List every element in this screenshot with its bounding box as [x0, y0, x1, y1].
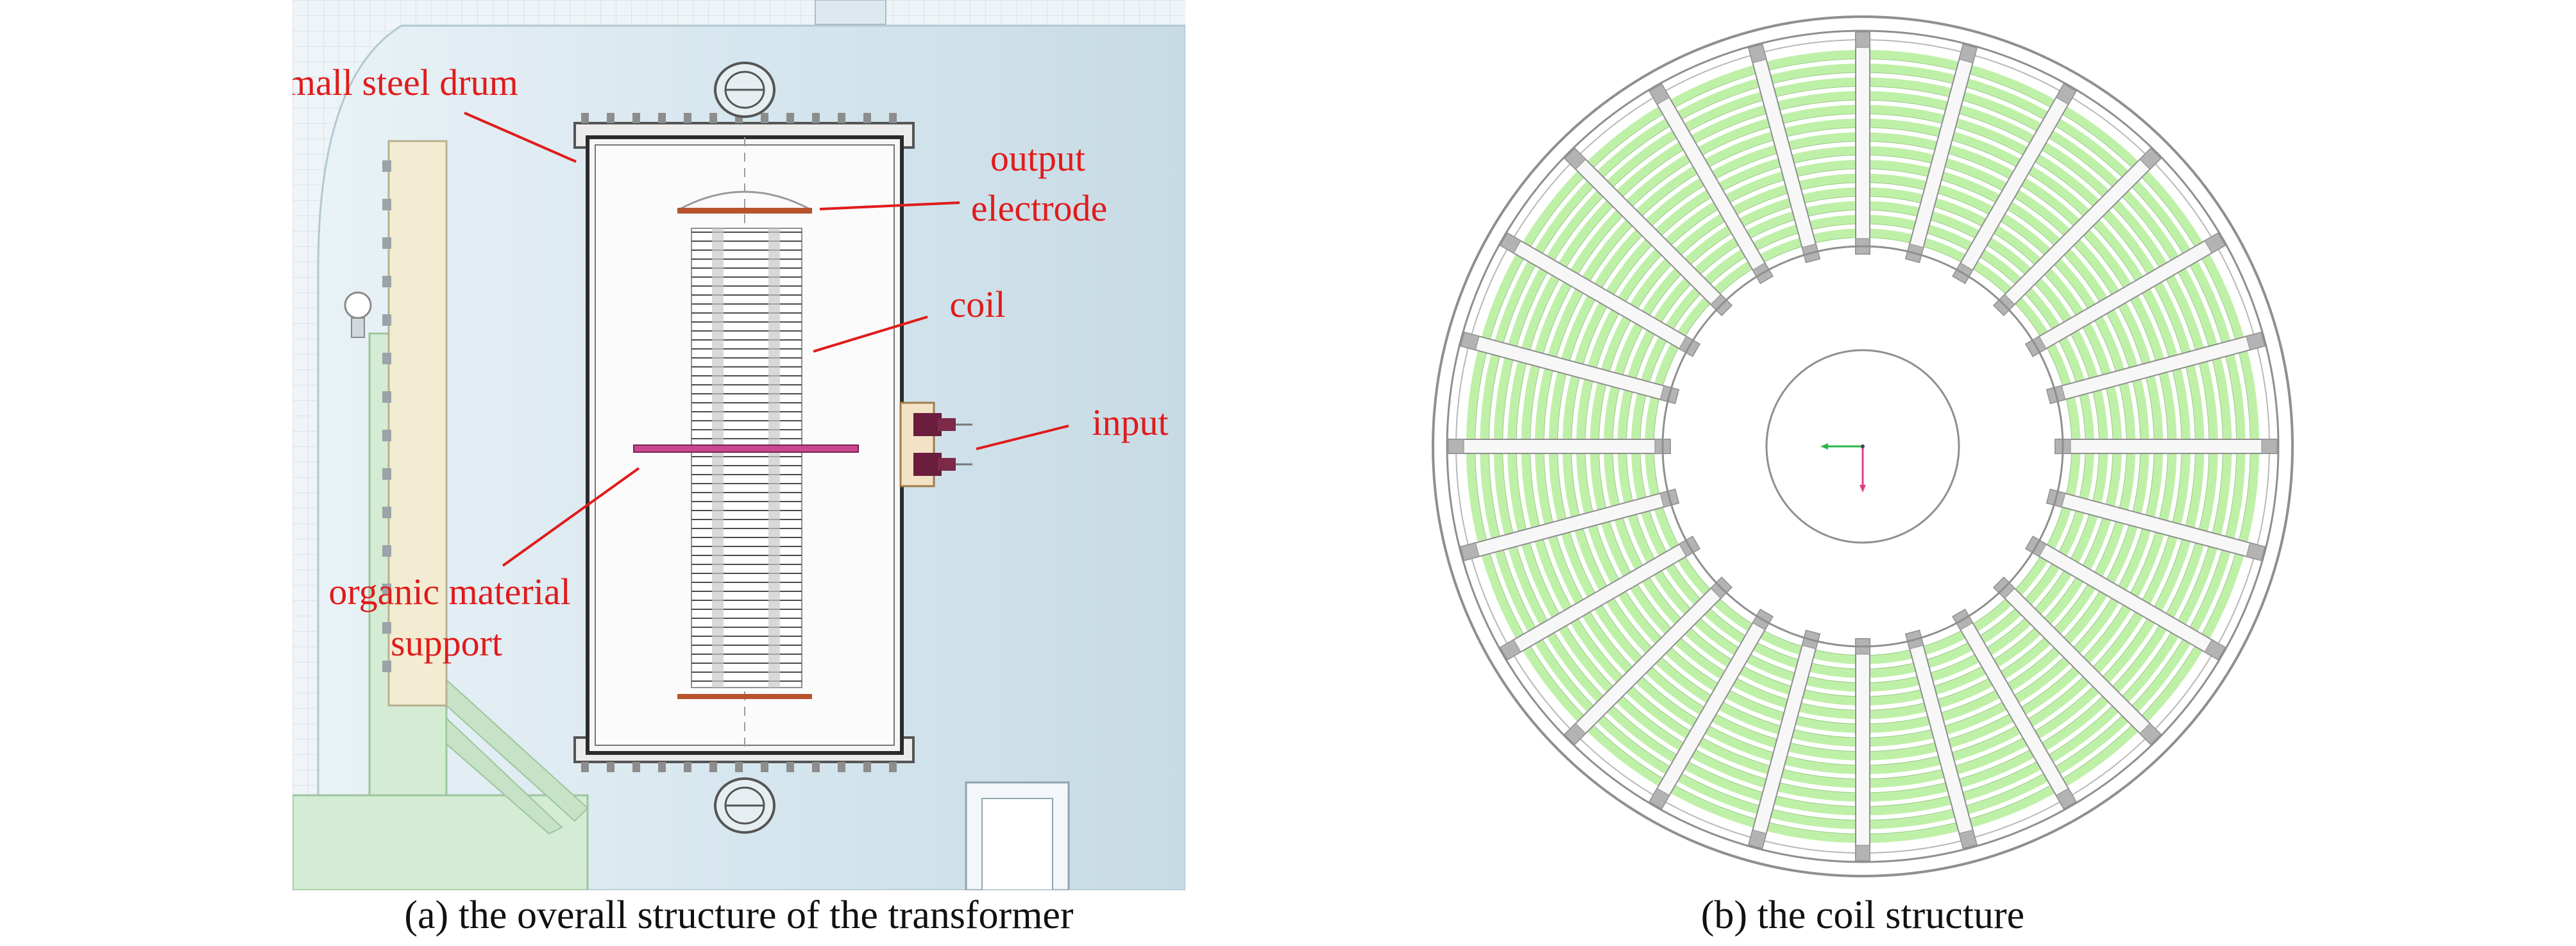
column-bolt — [382, 160, 391, 172]
radial-spacers — [1448, 31, 2278, 861]
label-input: input — [1092, 401, 1168, 443]
flange-bolt — [581, 113, 589, 123]
transformer-overall-figure: small steel drum output electrode coil i… — [292, 0, 1185, 890]
radial-spacer — [1904, 629, 1978, 850]
bushing-column — [382, 140, 448, 707]
radial-spacer — [1747, 43, 1821, 264]
label-output-line2: electrode — [971, 187, 1108, 229]
bottom-right-box — [965, 781, 1070, 890]
caption-a: (a) the overall structure of the transfo… — [404, 893, 1074, 937]
leader-input — [976, 425, 1069, 450]
flange-bolt — [889, 762, 897, 772]
column-bolt — [382, 391, 391, 403]
bottom-electrode — [677, 694, 812, 699]
bottom-manhole — [714, 777, 775, 834]
flange-bolt — [889, 113, 897, 123]
tank-top-nozzle — [815, 0, 886, 25]
radial-spacer — [1459, 331, 1680, 405]
flange-bolt — [709, 113, 717, 123]
flange-bolt — [658, 113, 666, 123]
flange-bolt — [761, 762, 768, 772]
flange-bolt — [761, 113, 768, 123]
flange-bolt — [607, 762, 614, 772]
radial-spacer — [1648, 83, 1774, 285]
flange-bolt — [632, 113, 640, 123]
output-electrode — [677, 190, 813, 214]
label-organic-line1: organic material — [328, 571, 570, 612]
column-bolt — [382, 199, 391, 210]
pressure-gauge-icon — [344, 291, 372, 319]
column-bolt — [382, 353, 391, 364]
flange-bolt — [863, 762, 871, 772]
flange-bolt — [838, 762, 845, 772]
radial-spacer — [1499, 536, 1701, 661]
flange-bolt — [786, 113, 794, 123]
flange-bolt — [581, 762, 589, 772]
column-bolt — [382, 545, 391, 557]
radial-spacer — [2046, 331, 2266, 405]
flange-bolt — [812, 113, 820, 123]
flange-bolt — [838, 113, 845, 123]
coordinate-axis-icon — [1820, 443, 1866, 493]
radial-spacer — [2024, 536, 2226, 661]
leader-organic-support — [502, 467, 640, 567]
column-bolt — [382, 468, 391, 480]
organic-material-support-plate — [633, 444, 859, 453]
flange-bolt — [735, 762, 743, 772]
column-bolt — [382, 314, 391, 326]
top-manhole — [714, 62, 775, 118]
column-bolt — [382, 430, 391, 441]
radial-spacer — [1952, 83, 2077, 285]
caption-b: (b) the coil structure — [1700, 893, 2025, 937]
label-organic-line2: support — [391, 622, 502, 664]
column-bolt — [382, 507, 391, 518]
coil-structure-figure — [1432, 15, 2294, 877]
flange-bolt — [709, 762, 717, 772]
outer-ring-inner-edge — [1446, 30, 2280, 863]
column-bolt — [382, 584, 391, 595]
radial-spacer — [1855, 638, 1870, 861]
flange-bolt — [812, 762, 820, 772]
coil-stack — [691, 228, 802, 688]
radial-spacer — [1448, 439, 1671, 454]
flange-bolt — [658, 762, 666, 772]
flange-bolt — [684, 113, 691, 123]
input-bushing — [899, 401, 972, 487]
radial-spacer — [2055, 439, 2278, 454]
label-small-steel-drum: small steel drum — [292, 62, 518, 103]
flange-bolt — [684, 762, 691, 772]
radial-spacer — [1952, 608, 2077, 810]
coil-inner-edge — [1661, 245, 2064, 648]
flange-bolt — [786, 762, 794, 772]
leader-coil — [813, 316, 928, 353]
flange-bolt — [607, 113, 614, 123]
flange-bolt — [632, 762, 640, 772]
flange-bolt — [863, 113, 871, 123]
column-bolt — [382, 276, 391, 287]
column-bolt — [382, 661, 391, 672]
radial-spacer — [1992, 576, 2162, 745]
radial-spacer — [1648, 608, 1774, 810]
leader-output-electrode — [819, 201, 960, 210]
label-output-line1: output — [990, 137, 1085, 179]
label-coil: coil — [950, 283, 1006, 325]
column-bolt — [382, 622, 391, 634]
column-bolt — [382, 237, 391, 249]
leader-small-steel-drum — [464, 112, 577, 163]
radial-spacer — [1855, 31, 1870, 255]
